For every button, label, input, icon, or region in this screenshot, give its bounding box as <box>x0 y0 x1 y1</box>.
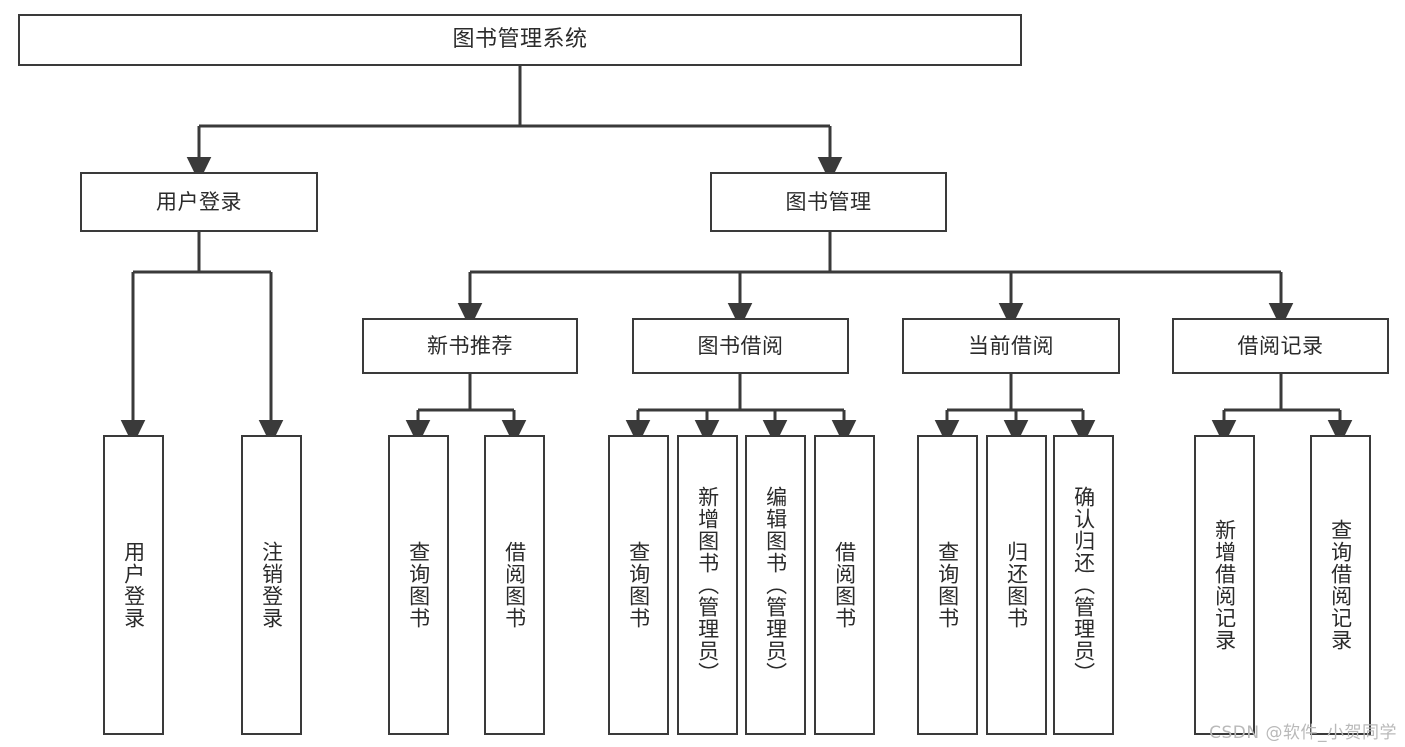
node-label: 查询借阅记录 <box>1328 519 1353 651</box>
node-label: 借阅图书 <box>502 541 527 629</box>
node-label: 图书借阅 <box>697 333 784 358</box>
node-book-manage[interactable]: 图书管理 <box>710 172 947 232</box>
node-label: 确认归还（管理员） <box>1071 486 1096 684</box>
node-leaf-confirm-return-admin[interactable]: 确认归还（管理员） <box>1053 435 1114 735</box>
node-leaf-add-book-admin[interactable]: 新增图书（管理员） <box>677 435 738 735</box>
node-current-borrow[interactable]: 当前借阅 <box>902 318 1120 374</box>
node-label: 查询图书 <box>935 541 960 629</box>
node-leaf-add-borrow-record[interactable]: 新增借阅记录 <box>1194 435 1255 735</box>
node-leaf-borrow-book-2[interactable]: 借阅图书 <box>814 435 875 735</box>
node-label: 查询图书 <box>626 541 651 629</box>
node-leaf-query-borrow-record[interactable]: 查询借阅记录 <box>1310 435 1371 735</box>
node-leaf-return-book[interactable]: 归还图书 <box>986 435 1047 735</box>
node-label: 用户登录 <box>121 541 146 629</box>
node-leaf-query-book-1[interactable]: 查询图书 <box>388 435 449 735</box>
node-label: 新增图书（管理员） <box>695 486 720 684</box>
node-label: 图书管理系统 <box>452 27 588 53</box>
node-label: 注销登录 <box>259 541 284 629</box>
node-leaf-edit-book-admin[interactable]: 编辑图书（管理员） <box>745 435 806 735</box>
node-book-borrow[interactable]: 图书借阅 <box>632 318 849 374</box>
node-leaf-query-book-2[interactable]: 查询图书 <box>608 435 669 735</box>
node-leaf-query-book-3[interactable]: 查询图书 <box>917 435 978 735</box>
csdn-watermark: CSDN @软件_小贺同学 <box>1209 723 1397 743</box>
node-label: 借阅图书 <box>832 541 857 629</box>
node-new-book-recommend[interactable]: 新书推荐 <box>362 318 578 374</box>
node-user-login[interactable]: 用户登录 <box>80 172 318 232</box>
node-label: 归还图书 <box>1004 541 1029 629</box>
node-label: 用户登录 <box>156 189 242 214</box>
node-borrow-record[interactable]: 借阅记录 <box>1172 318 1389 374</box>
node-label: 编辑图书（管理员） <box>763 486 788 684</box>
node-label: 借阅记录 <box>1237 333 1324 358</box>
node-label: 图书管理 <box>785 189 872 214</box>
node-root[interactable]: 图书管理系统 <box>18 14 1022 66</box>
node-label: 新书推荐 <box>427 333 513 358</box>
node-label: 当前借阅 <box>968 333 1054 358</box>
node-label: 新增借阅记录 <box>1212 519 1237 651</box>
node-leaf-user-login[interactable]: 用户登录 <box>103 435 164 735</box>
node-label: 查询图书 <box>406 541 431 629</box>
node-leaf-user-logout[interactable]: 注销登录 <box>241 435 302 735</box>
node-leaf-borrow-book-1[interactable]: 借阅图书 <box>484 435 545 735</box>
